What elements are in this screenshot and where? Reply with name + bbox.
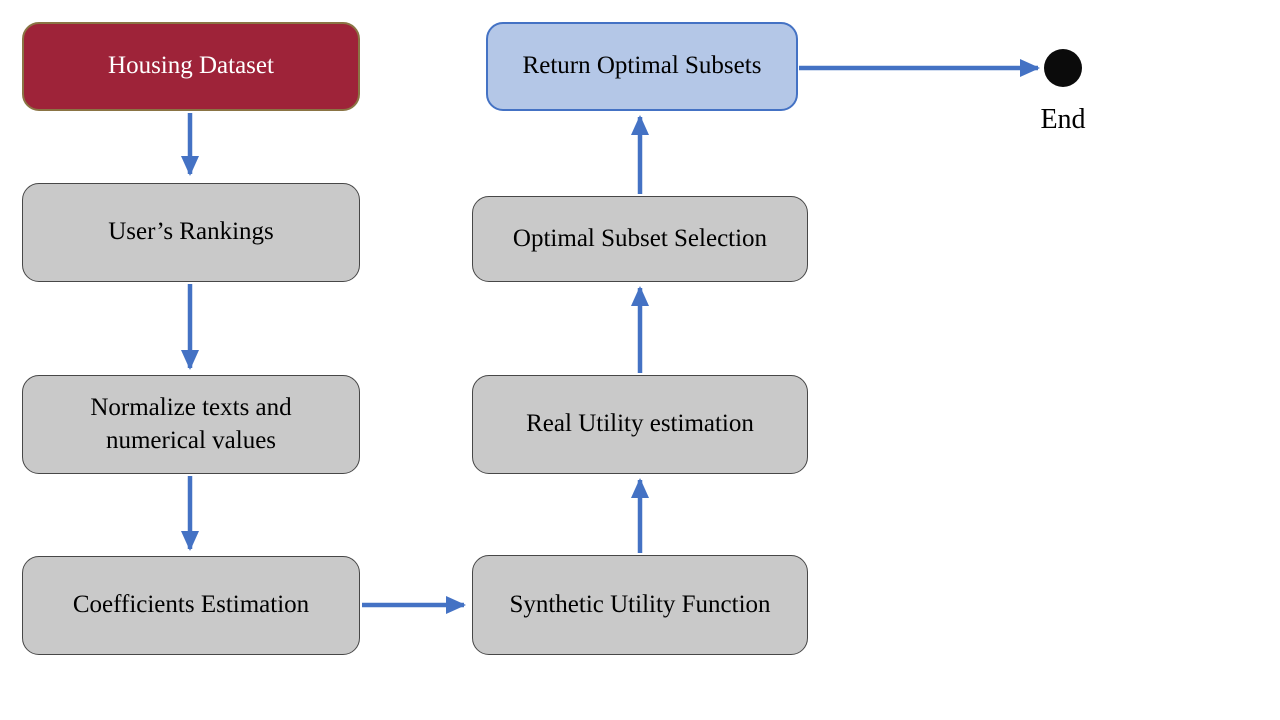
- node-real-utility-estimation: Real Utility estimation: [472, 375, 808, 474]
- node-housing-dataset-label: Housing Dataset: [108, 52, 274, 80]
- node-normalize: Normalize texts and numerical values: [22, 375, 360, 474]
- node-normalize-label: Normalize texts and numerical values: [90, 394, 292, 454]
- node-users-rankings-label: User’s Rankings: [108, 218, 274, 246]
- end-label: End: [1040, 104, 1086, 135]
- node-return-optimal-subsets: Return Optimal Subsets: [486, 22, 798, 111]
- node-coefficients-estimation: Coefficients Estimation: [22, 556, 360, 655]
- node-synthetic-utility-function: Synthetic Utility Function: [472, 555, 808, 655]
- node-users-rankings: User’s Rankings: [22, 183, 360, 282]
- end-terminator-circle: [1044, 49, 1082, 87]
- node-real-utility-estimation-label: Real Utility estimation: [526, 410, 754, 438]
- node-coefficients-estimation-label: Coefficients Estimation: [72, 591, 310, 619]
- node-housing-dataset: Housing Dataset: [22, 22, 360, 111]
- node-return-optimal-subsets-label: Return Optimal Subsets: [522, 52, 762, 80]
- node-synthetic-utility-function-label: Synthetic Utility Function: [509, 590, 771, 618]
- node-optimal-subset-selection-label: Optimal Subset Selection: [512, 224, 768, 252]
- node-optimal-subset-selection: Optimal Subset Selection: [472, 196, 808, 282]
